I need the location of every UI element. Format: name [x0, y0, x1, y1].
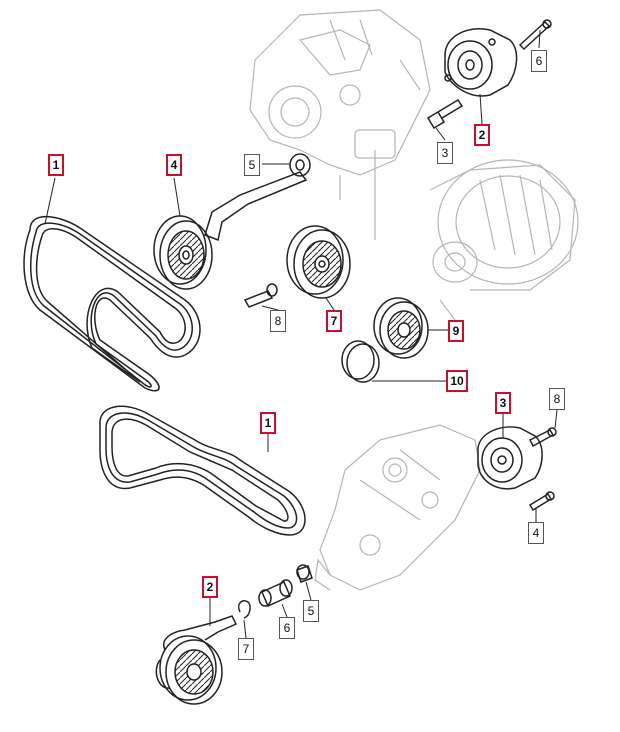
callout-lower-4: 4 — [528, 522, 544, 544]
dust-cap-10-drawing — [341, 340, 380, 383]
drive-belt-lower-drawing — [99, 405, 306, 536]
callout-upper-3: 3 — [437, 142, 453, 164]
callout-lower-2: 2 — [202, 576, 218, 598]
bolt-lower-4-drawing — [528, 491, 555, 512]
callout-upper-1: 1 — [48, 154, 64, 176]
sleeve-5-drawing — [296, 564, 313, 583]
callout-lower-8: 8 — [549, 388, 565, 410]
engine-bracket-lower-drawing — [314, 424, 481, 591]
alternator-drawing — [429, 159, 579, 321]
bolt-6-drawing — [518, 19, 552, 51]
callout-lower-5: 5 — [303, 600, 319, 622]
bushing-6-drawing — [258, 579, 293, 607]
callout-lower-6: 6 — [279, 617, 295, 639]
tensioner-pulley-2-drawing — [155, 615, 238, 705]
lower-leader-lines — [209, 409, 558, 639]
upper-leader-lines — [44, 29, 541, 382]
callout-upper-2: 2 — [474, 124, 490, 146]
callout-upper-4: 4 — [166, 154, 182, 176]
circlip-7-drawing — [237, 600, 251, 619]
belt-tensioner-2-drawing — [444, 28, 518, 97]
callout-upper-5: 5 — [244, 154, 260, 176]
tensioner-pulley-4-drawing — [153, 171, 308, 290]
callout-upper-9: 9 — [448, 320, 464, 342]
idler-pulley-7-drawing — [286, 225, 351, 299]
callout-lower-3: 3 — [495, 392, 511, 414]
callout-upper-8: 8 — [270, 310, 286, 332]
drive-belt-upper-drawing — [23, 215, 201, 392]
callout-lower-1: 1 — [260, 412, 276, 434]
callout-lower-7: 7 — [238, 638, 254, 660]
washer-5-drawing — [289, 153, 311, 177]
bolt-3-drawing — [426, 98, 464, 130]
idler-pulley-9-drawing — [373, 297, 429, 359]
callout-upper-7: 7 — [326, 310, 342, 332]
belt-tensioner-3-drawing — [477, 426, 543, 490]
bolt-8-drawing — [243, 283, 278, 308]
callout-upper-10: 10 — [446, 370, 468, 392]
bolt-lower-8-drawing — [528, 427, 557, 448]
callout-upper-6: 6 — [531, 50, 547, 72]
engine-housing-upper-drawing — [249, 9, 431, 240]
